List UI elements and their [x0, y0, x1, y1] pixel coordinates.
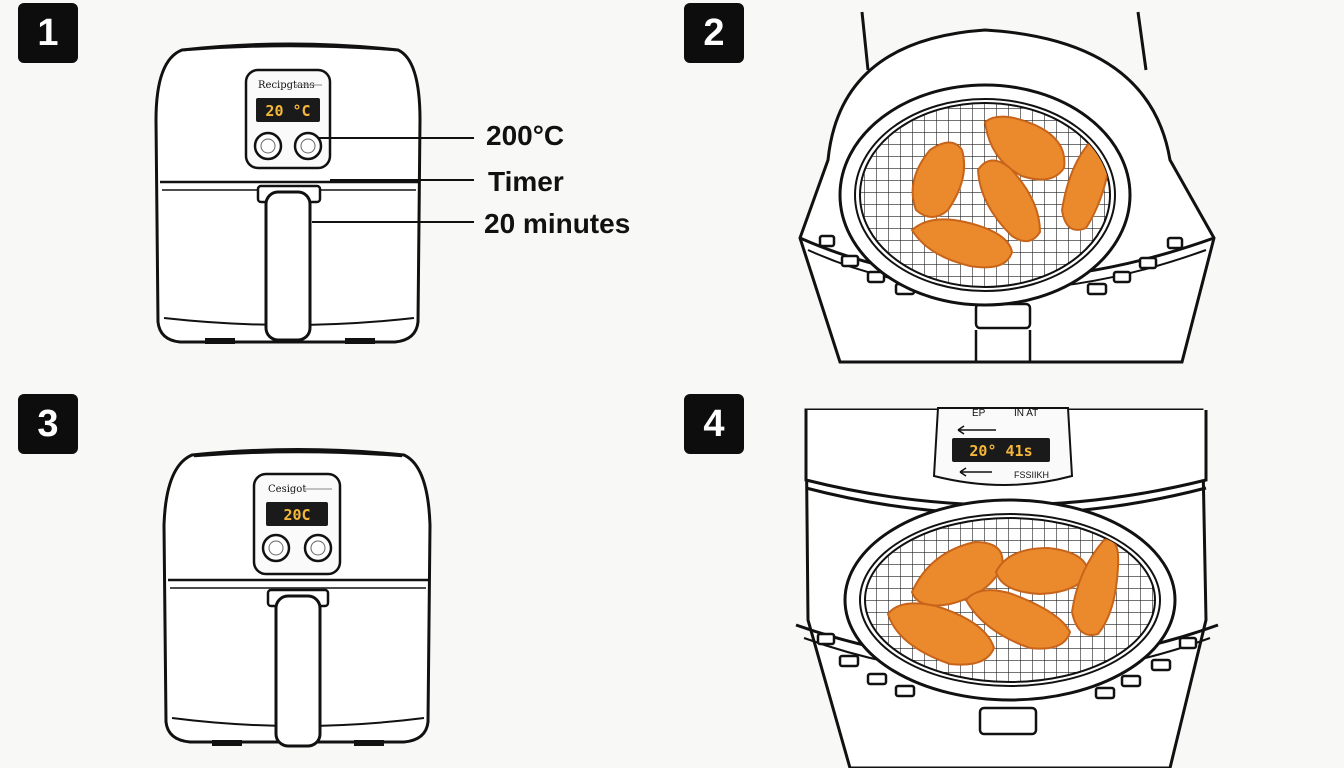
step-badge-1: 1 [18, 3, 78, 63]
chicken-wing-icon [911, 141, 966, 218]
brand-label-step1: Recipgtans [258, 80, 315, 91]
air-fryer-step3 [162, 448, 432, 748]
control-dial-icon [261, 533, 291, 563]
air-fryer-step1 [154, 42, 474, 344]
panel-label-right-step4: IN AT [1014, 408, 1038, 419]
control-dial-icon [293, 131, 323, 161]
control-dial-icon [253, 131, 283, 161]
callout-temperature: 200°C [486, 120, 565, 151]
lcd-readout-step3: 20C [283, 506, 310, 524]
step-badge-2: 2 [684, 3, 744, 63]
callout-timer: Timer [488, 166, 564, 197]
lcd-display [266, 502, 328, 526]
basket-handle [264, 190, 312, 342]
chicken-wing-icon [910, 218, 1014, 269]
lcd-readout-step4: 20° 41s [969, 442, 1032, 460]
fryer-basket-step4 [795, 407, 1219, 768]
brand-label-step3: Cesigot [268, 484, 306, 495]
step-badge-4: 4 [684, 394, 744, 454]
control-dial-icon [303, 533, 333, 563]
lcd-readout-step1: 20 °C [265, 102, 310, 120]
callout-duration: 20 minutes [484, 208, 631, 239]
panel-label-left-step4: EP [972, 408, 986, 419]
lcd-display [952, 438, 1050, 462]
chicken-wing-icon [886, 602, 996, 666]
panel-label-bottom-step4: FSSIIKH [1014, 470, 1049, 480]
basket-handle [274, 594, 322, 748]
chicken-wing-icon [1070, 538, 1120, 636]
chicken-wing-icon [1060, 134, 1110, 231]
fryer-basket-step2 [798, 11, 1216, 364]
chicken-wing-icon [964, 589, 1072, 650]
chicken-wing-icon [976, 159, 1042, 243]
lcd-display [256, 98, 320, 122]
step-badge-3: 3 [18, 394, 78, 454]
